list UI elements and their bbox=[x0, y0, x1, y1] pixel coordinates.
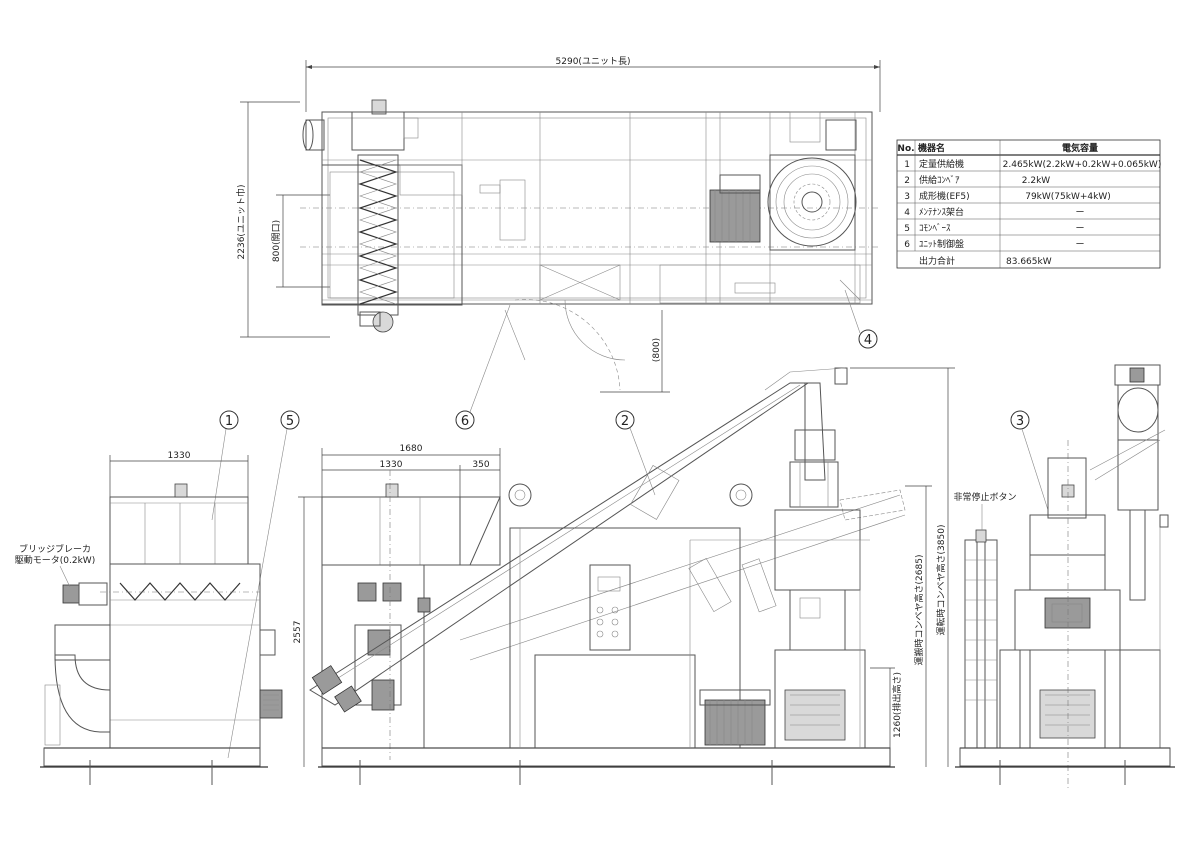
table-header-no: No. bbox=[897, 144, 914, 154]
table-row-capacity: 2.2kW bbox=[1022, 176, 1051, 186]
table-row-name: ﾒﾝﾃﾅﾝｽ架台 bbox=[919, 206, 964, 218]
estop-label: 非常停止ボタン bbox=[953, 491, 1016, 503]
dim-side-ext: 350 bbox=[472, 460, 489, 470]
dim-door: (800) bbox=[652, 338, 662, 362]
table-row-name: 供給ｺﾝﾍﾞｱ bbox=[919, 174, 960, 186]
dim-side-total: 1680 bbox=[400, 444, 423, 454]
dim-running-height: 運転時コンベヤ高さ(3850) bbox=[935, 525, 947, 636]
table-row-capacity: ー bbox=[1075, 224, 1084, 234]
equipment-table: No. 機器名 電気容量 1 定量供給機 2.465kW(2.2kW+0.2kW… bbox=[896, 139, 1162, 269]
front-view: 1330 ブリッジブレーカ 駆動モータ(0.2kW) bbox=[15, 451, 283, 785]
dim-unit-width: 2236(ユニット巾) bbox=[235, 185, 247, 260]
table-total-label: 出力合計 bbox=[919, 255, 955, 267]
table-row-name: 成形機(EF5) bbox=[919, 190, 970, 202]
table-row-no: 4 bbox=[904, 208, 910, 218]
dim-transport-height: 運搬時コンベヤ高さ(2685) bbox=[913, 555, 925, 666]
table-row-capacity: 2.465kW(2.2kW+0.2kW+0.065kW) bbox=[1003, 160, 1162, 170]
table-header-capacity: 電気容量 bbox=[1062, 142, 1098, 154]
motor-label-line2: 駆動モータ(0.2kW) bbox=[15, 555, 95, 566]
table-header-name: 機器名 bbox=[918, 142, 945, 154]
plan-view: 5290(ユニット長) 2236(ユニット巾) 800(開口) bbox=[235, 56, 881, 393]
dim-front-width: 1330 bbox=[168, 451, 191, 461]
callout-3: 3 bbox=[1016, 414, 1024, 429]
callout-1: 1 bbox=[225, 414, 233, 429]
dim-discharge-height: 1260(排出高さ) bbox=[891, 672, 903, 738]
callout-5: 5 bbox=[286, 414, 294, 429]
dim-side-hopper: 1330 bbox=[380, 460, 403, 470]
table-row-no: 2 bbox=[904, 176, 910, 186]
end-view: 非常停止ボタン bbox=[953, 364, 1175, 790]
table-row-name: ﾕﾆｯﾄ制御盤 bbox=[919, 238, 964, 250]
callout-2: 2 bbox=[621, 414, 629, 429]
motor-label-line1: ブリッジブレーカ bbox=[19, 543, 91, 555]
callouts: 4 1 5 6 2 3 bbox=[211, 289, 1049, 759]
table-row-no: 1 bbox=[904, 160, 910, 170]
table-row-capacity: 79kW(75kW+4kW) bbox=[1025, 192, 1111, 202]
table-row-no: 3 bbox=[904, 192, 910, 202]
dim-opening: 800(開口) bbox=[271, 220, 282, 262]
dim-unit-length: 5290(ユニット長) bbox=[556, 56, 631, 67]
table-row-no: 5 bbox=[904, 224, 910, 234]
table-row-name: ｺﾓﾝﾍﾞｰｽ bbox=[919, 223, 951, 234]
callout-6: 6 bbox=[461, 414, 469, 429]
table-row-name: 定量供給機 bbox=[919, 158, 964, 170]
table-row-no: 6 bbox=[904, 240, 910, 250]
table-row-capacity: ー bbox=[1075, 240, 1084, 250]
table-total-value: 83.665kW bbox=[1006, 257, 1052, 267]
dim-height-total: 2557 bbox=[293, 621, 303, 644]
callout-4: 4 bbox=[864, 333, 872, 348]
side-view: 1680 1330 350 2557 bbox=[293, 367, 955, 785]
table-row-capacity: ー bbox=[1075, 208, 1084, 218]
